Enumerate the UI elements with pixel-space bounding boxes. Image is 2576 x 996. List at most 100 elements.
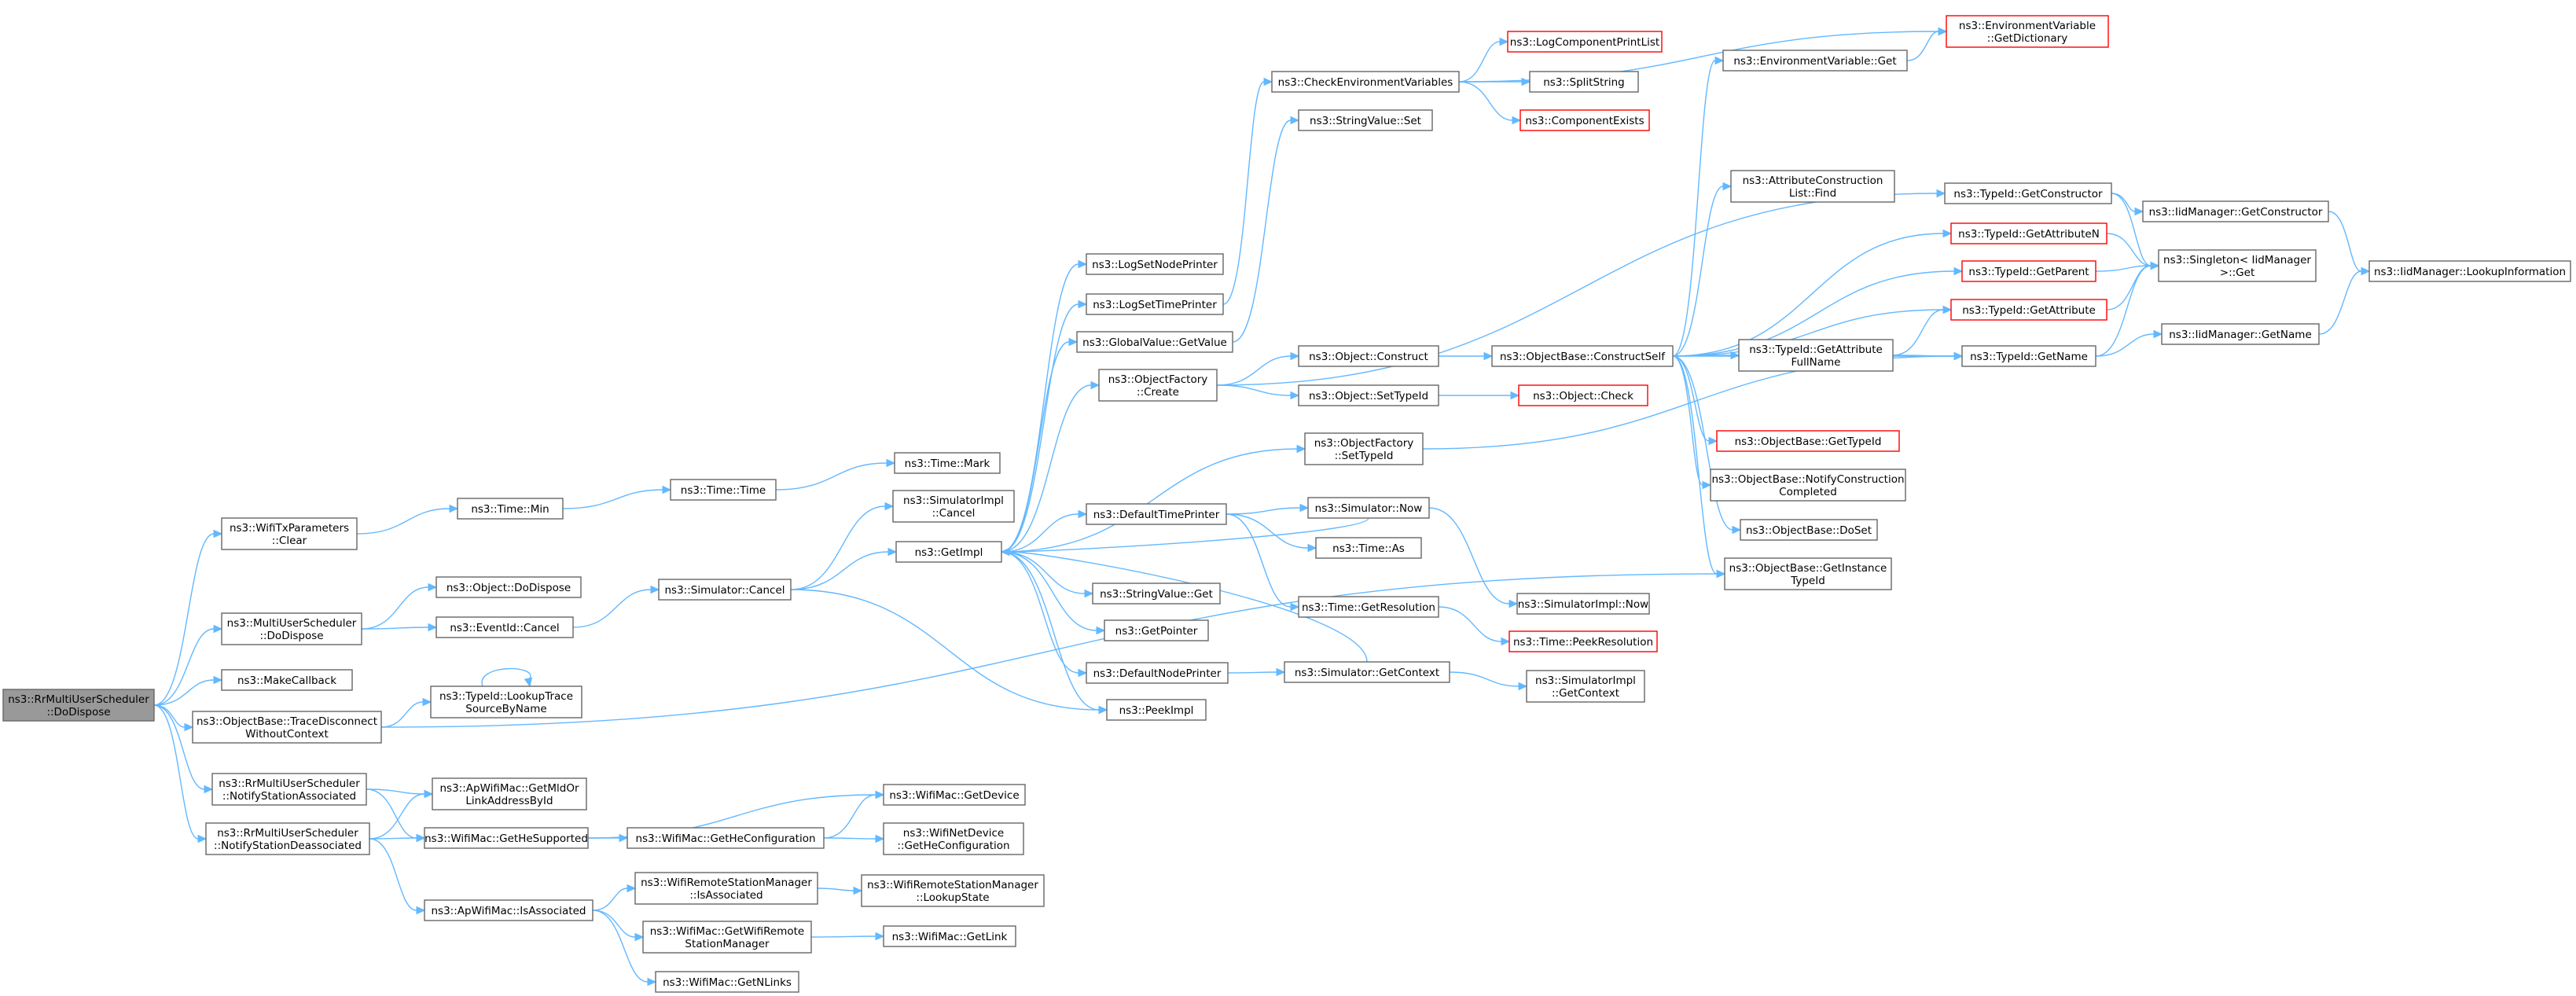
edge-obconstructself-to-tidgetparent	[1672, 266, 1964, 357]
node-notifyassoc[interactable]: ns3::RrMultiUserScheduler::NotifyStation…	[211, 773, 367, 806]
edge-getimpl-to-ofsettypeid	[1001, 444, 1306, 553]
edge-root-to-notifydeassoc	[153, 704, 208, 843]
node-label: ns3::LogComponentPrintList	[1510, 36, 1659, 49]
node-notifydeassoc[interactable]: ns3::RrMultiUserScheduler::NotifyStation…	[205, 822, 370, 855]
node-simgetctx[interactable]: ns3::Simulator::GetContext	[1284, 661, 1450, 683]
node-ofsettypeid[interactable]: ns3::ObjectFactory::SetTypeId	[1304, 432, 1424, 465]
node-wmgetwrsm[interactable]: ns3::WifiMac::GetWifiRemoteStationManage…	[642, 921, 812, 954]
node-logsetnode[interactable]: ns3::LogSetNodePrinter	[1086, 253, 1224, 275]
edge-objsettypeid-to-objcheck	[1439, 391, 1520, 400]
edge-line	[2111, 193, 2152, 266]
edge-arrowhead	[619, 833, 629, 843]
node-iidlookup[interactable]: ns3::IidManager::LookupInformation	[2368, 260, 2571, 282]
node-iidgetctor[interactable]: ns3::IidManager::GetConstructor	[2142, 200, 2329, 222]
node-tidgetctor[interactable]: ns3::TypeId::GetConstructor	[1944, 182, 2112, 204]
node-envgetdict[interactable]: ns3::EnvironmentVariable::GetDictionary	[1946, 15, 2109, 48]
node-timetime[interactable]: ns3::Time::Time	[670, 479, 777, 501]
node-tracedisc[interactable]: ns3::ObjectBase::TraceDisconnectWithoutC…	[192, 711, 382, 744]
node-tidgetparent[interactable]: ns3::TypeId::GetParent	[1961, 260, 2096, 282]
edge-getimpl-to-svget	[1001, 551, 1094, 598]
node-obgettypeid[interactable]: ns3::ObjectBase::GetTypeId	[1716, 430, 1900, 452]
edge-tidgetctor-to-iidgetctor	[2111, 193, 2144, 216]
node-logsettime[interactable]: ns3::LogSetTimePrinter	[1086, 293, 1224, 315]
node-singletonget[interactable]: ns3::Singleton< IidManager >::Get	[2158, 249, 2317, 282]
node-wmgetnlinks[interactable]: ns3::WifiMac::GetNLinks	[655, 971, 799, 993]
node-envget[interactable]: ns3::EnvironmentVariable::Get	[1722, 50, 1908, 72]
node-objdispose[interactable]: ns3::Object::DoDispose	[435, 576, 582, 598]
edge-arrowhead	[1290, 602, 1300, 612]
node-iidgetname[interactable]: ns3::IidManager::GetName	[2161, 323, 2320, 345]
edge-arrowhead	[424, 789, 434, 799]
node-wrsmisassoc[interactable]: ns3::WifiRemoteStationManager::IsAssocia…	[634, 872, 818, 905]
node-timemark[interactable]: ns3::Time::Mark	[894, 452, 1001, 474]
node-objconstruct[interactable]: ns3::Object::Construct	[1298, 345, 1439, 367]
node-obdoset[interactable]: ns3::ObjectBase::DoSet	[1740, 519, 1878, 541]
node-box	[883, 822, 1024, 855]
edge-line	[2318, 270, 2362, 335]
node-logcomplist[interactable]: ns3::LogComponentPrintList	[1507, 31, 1663, 53]
node-box	[457, 498, 564, 520]
node-ofcreate[interactable]: ns3::ObjectFactory::Create	[1098, 369, 1218, 402]
edge-line	[1001, 551, 1097, 631]
node-wmgetdevice[interactable]: ns3::WifiMac::GetDevice	[883, 784, 1026, 806]
node-objsettypeid[interactable]: ns3::Object::SetTypeId	[1298, 384, 1439, 406]
node-simcancel[interactable]: ns3::Simulator::Cancel	[658, 579, 792, 601]
node-timegetres[interactable]: ns3::Time::GetResolution	[1298, 596, 1439, 618]
node-deftimeprinter[interactable]: ns3::DefaultTimePrinter	[1086, 503, 1227, 525]
node-objcheck[interactable]: ns3::Object::Check	[1518, 384, 1648, 406]
node-getimpl[interactable]: ns3::GetImpl	[895, 541, 1002, 563]
node-obconstructself[interactable]: ns3::ObjectBase::ConstructSelf	[1491, 345, 1674, 367]
node-tidgetattrn[interactable]: ns3::TypeId::GetAttributeN	[1950, 222, 2107, 244]
node-wrsmlookup[interactable]: ns3::WifiRemoteStationManager::LookupSta…	[861, 874, 1045, 907]
edge-deftimeprinter-to-timeas	[1226, 513, 1317, 553]
node-gethesup[interactable]: ns3::WifiMac::GetHeSupported	[424, 827, 589, 849]
node-defnodeprinter[interactable]: ns3::DefaultNodePrinter	[1086, 662, 1229, 684]
edge-arrowhead	[1936, 189, 1946, 198]
edge-arrowhead	[449, 504, 459, 513]
node-svset[interactable]: ns3::StringValue::Set	[1298, 109, 1433, 131]
node-isassoc[interactable]: ns3::ApWifiMac::IsAssociated	[424, 899, 593, 921]
node-simimplnow[interactable]: ns3::SimulatorImpl::Now	[1516, 593, 1650, 615]
node-checkenv[interactable]: ns3::CheckEnvironmentVariables	[1271, 71, 1460, 93]
node-mudispose[interactable]: ns3::MultiUserScheduler::DoDispose	[221, 612, 362, 645]
node-wmgetlink[interactable]: ns3::WifiMac::GetLink	[883, 925, 1016, 947]
node-label: ns3::WifiNetDevice	[903, 827, 1004, 840]
edge-arrowhead	[1000, 547, 1010, 557]
node-gvgetvalue[interactable]: ns3::GlobalValue::GetValue	[1076, 331, 1233, 353]
node-svget[interactable]: ns3::StringValue::Get	[1092, 583, 1221, 605]
node-tidgetattr[interactable]: ns3::TypeId::GetAttribute	[1950, 299, 2107, 321]
node-simimplcancel[interactable]: ns3::SimulatorImpl::Cancel	[892, 490, 1015, 523]
edge-arrowhead	[2361, 266, 2371, 276]
edge-arrowhead	[1942, 305, 1953, 314]
node-box	[1961, 345, 2096, 367]
node-wtxclear[interactable]: ns3::WifiTxParameters::Clear	[221, 517, 358, 550]
node-tidgetname[interactable]: ns3::TypeId::GetName	[1961, 345, 2096, 367]
node-evcancel[interactable]: ns3::EventId::Cancel	[435, 616, 574, 638]
node-timepeekres[interactable]: ns3::Time::PeekResolution	[1508, 630, 1658, 652]
node-compexists[interactable]: ns3::ComponentExists	[1520, 109, 1650, 131]
node-simimplgetctx[interactable]: ns3::SimulatorImpl::GetContext	[1526, 670, 1645, 703]
node-getpointer[interactable]: ns3::GetPointer	[1104, 619, 1209, 641]
node-label: ns3::Time::Mark	[905, 458, 990, 470]
node-simnow[interactable]: ns3::Simulator::Now	[1307, 497, 1430, 519]
node-obnotifyconst[interactable]: ns3::ObjectBase::NotifyConstructionCompl…	[1710, 469, 1906, 502]
node-box	[1092, 583, 1221, 605]
node-box	[1315, 537, 1422, 559]
node-box	[221, 669, 353, 691]
node-root[interactable]: ns3::RrMultiUserScheduler::DoDispose	[2, 689, 155, 722]
node-box	[221, 517, 358, 550]
node-wmgethecfg[interactable]: ns3::WifiMac::GetHeConfiguration	[627, 827, 825, 849]
node-makecb[interactable]: ns3::MakeCallback	[221, 669, 353, 691]
node-peekimpl[interactable]: ns3::PeekImpl	[1106, 699, 1207, 721]
node-wndgethecfg[interactable]: ns3::WifiNetDevice::GetHeConfiguration	[883, 822, 1024, 855]
node-timeas[interactable]: ns3::Time::As	[1315, 537, 1422, 559]
edge-line	[1672, 270, 1955, 357]
node-box	[1086, 503, 1227, 525]
node-splitstring[interactable]: ns3::SplitString	[1529, 71, 1639, 93]
node-timemin[interactable]: ns3::Time::Min	[457, 498, 564, 520]
